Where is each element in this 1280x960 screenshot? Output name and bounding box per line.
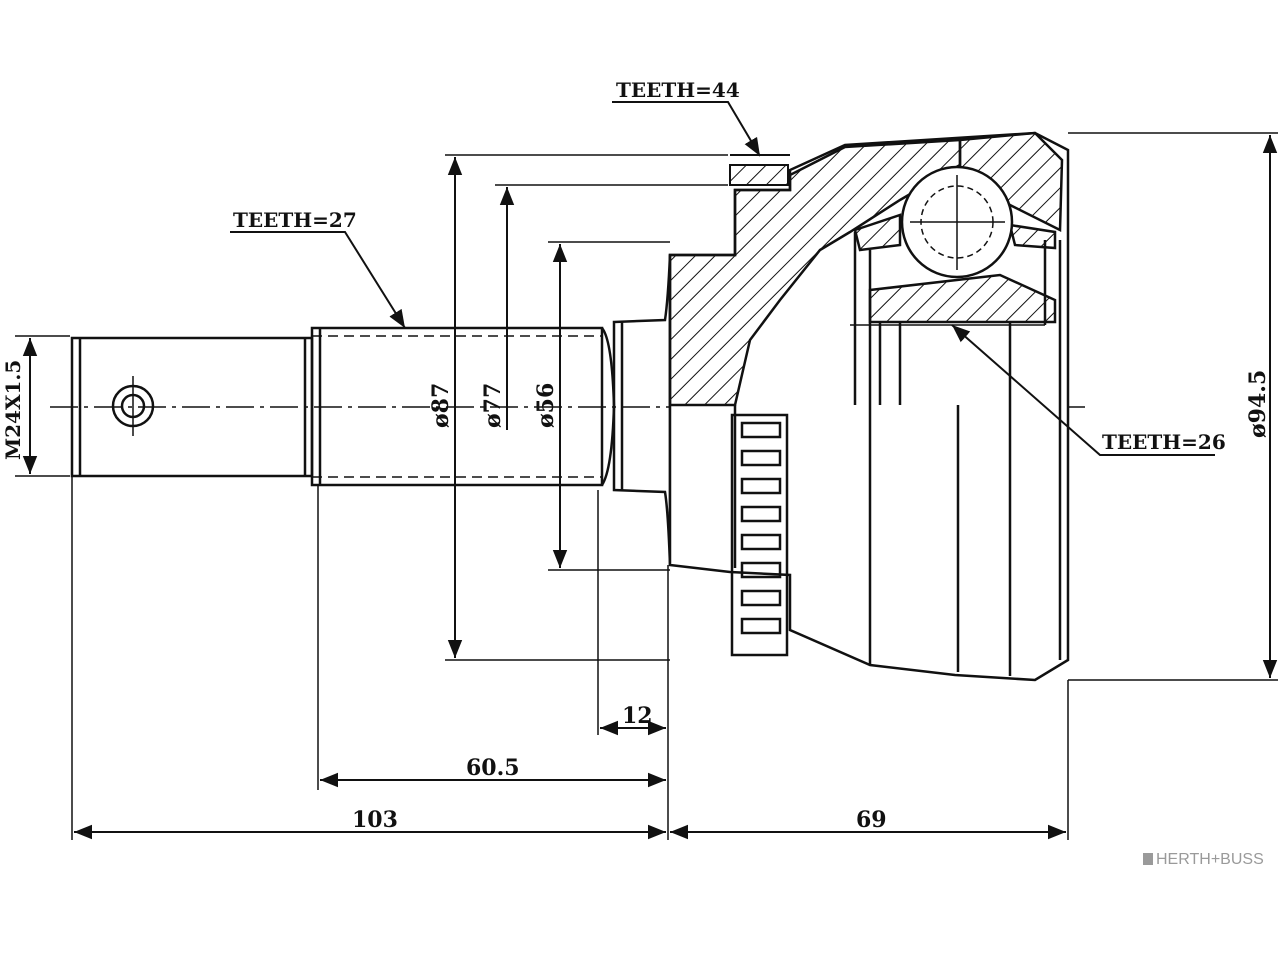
teeth-27-label: TEETH=27 <box>233 208 357 232</box>
dim-94-5-label: ø94.5 <box>1245 370 1271 438</box>
dimension-lines <box>22 135 1278 840</box>
extension-lines <box>15 132 1278 840</box>
shaft-neck <box>612 254 672 566</box>
dim-56-label: ø56 <box>533 383 559 428</box>
dim-60-5-label: 60.5 <box>466 755 520 781</box>
brand-name: HERTH+BUSS <box>1156 851 1264 868</box>
brand-mark-icon <box>1143 853 1153 865</box>
ball-bearing <box>900 165 1014 279</box>
dim-69-label: 69 <box>856 807 887 833</box>
thread-label: M24X1.5 <box>1 360 25 460</box>
teeth-26-label: TEETH=26 <box>1102 430 1226 454</box>
brand-logo: HERTH+BUSS <box>1143 851 1264 869</box>
dim-12-label: 12 <box>622 703 653 729</box>
dim-103-label: 103 <box>352 807 398 833</box>
leader-lines <box>230 101 1215 456</box>
abs-ring <box>730 413 789 657</box>
top-spline-detail <box>729 154 790 186</box>
teeth-44-label: TEETH=44 <box>616 78 740 102</box>
dim-87-label: ø87 <box>428 383 454 428</box>
dim-77-label: ø77 <box>480 383 506 428</box>
